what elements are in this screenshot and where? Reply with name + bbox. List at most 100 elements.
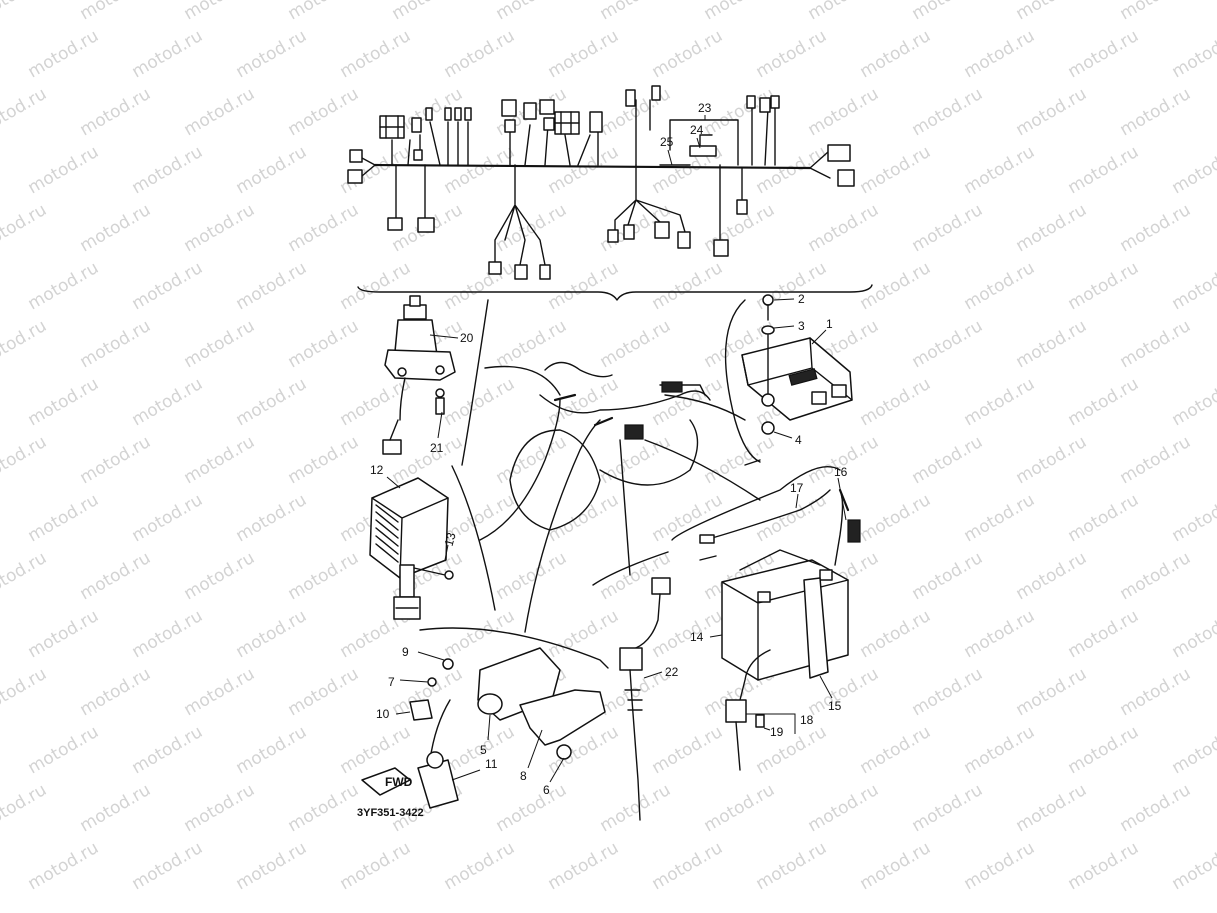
watermark-text: motod.ru [77,316,155,372]
watermark-text: motod.ru [597,432,675,488]
watermark-text: motod.ru [857,26,935,82]
watermark-text: motod.ru [909,0,987,24]
fwd-label: FWD [385,775,413,789]
callout-23: 23 [698,101,712,115]
watermark-text: motod.ru [1065,258,1143,314]
callout-18: 18 [800,713,814,727]
watermark-text: motod.ru [753,142,831,198]
watermark-text: motod.ru [961,374,1039,430]
rectifier-regulator-12 [369,477,454,620]
watermark-text: motod.ru [1169,26,1217,82]
watermark-text: motod.ru [545,374,623,430]
callout-8: 8 [520,769,527,783]
callout-7: 7 [388,675,395,689]
watermark-text: motod.ru [961,142,1039,198]
watermark-text: motod.ru [961,490,1039,546]
watermark-text: motod.ru [233,490,311,546]
watermark-text: motod.ru [25,258,103,314]
callout-12: 12 [370,463,384,477]
watermark-text: motod.ru [649,26,727,82]
watermark-text: motod.ru [285,0,363,24]
cdi-unit-1 [741,294,853,435]
watermark-text: motod.ru [0,200,50,256]
callout-22: 22 [665,665,679,679]
watermark-text: motod.ru [493,780,571,836]
watermark-text: motod.ru [857,722,935,778]
watermark-text: motod.ru [545,258,623,314]
callout-13: 13 [442,531,459,548]
watermark-text: motod.ru [1169,606,1217,662]
watermark-text: motod.ru [493,432,571,488]
watermark-text: motod.ru [181,84,259,140]
watermark-text: motod.ru [25,722,103,778]
watermark-text: motod.ru [1065,374,1143,430]
watermark-text: motod.ru [493,0,571,24]
watermark-text: motod.ru [337,26,415,82]
watermark-text: motod.ru [77,0,155,24]
watermark-text: motod.ru [753,490,831,546]
callout-6: 6 [543,783,550,797]
watermark-text: motod.ru [77,548,155,604]
watermark-text: motod.ru [805,200,883,256]
watermark-text: motod.ru [181,432,259,488]
watermark-text: motod.ru [441,374,519,430]
watermark-text: motod.ru [805,84,883,140]
watermark-text: motod.ru [1169,258,1217,314]
watermark-text: motod.ru [909,780,987,836]
watermark-text: motod.ru [1117,316,1195,372]
watermark-text: motod.ru [1117,84,1195,140]
watermark-text: motod.ru [545,490,623,546]
watermark-text: motod.ru [181,200,259,256]
watermark-text: motod.ru [337,838,415,894]
watermark-text: motod.ru [493,316,571,372]
watermark-text: motod.ru [805,0,883,24]
watermark-text: motod.ru [857,838,935,894]
watermark-text: motod.ru [649,606,727,662]
watermark-text: motod.ru [129,838,207,894]
watermark-text: motod.ru [961,26,1039,82]
watermark-text: motod.ru [649,258,727,314]
watermark-text: motod.ru [1169,838,1217,894]
watermark-text: motod.ru [1117,432,1195,488]
watermark-text: motod.ru [233,142,311,198]
watermark-text: motod.ru [0,432,50,488]
watermark-text: motod.ru [0,664,50,720]
callout-15: 15 [828,699,842,713]
watermark-text: motod.ru [0,316,50,372]
watermark-text: motod.ru [909,84,987,140]
watermark-text: motod.ru [441,142,519,198]
watermark-text: motod.ru [285,664,363,720]
watermark-text: motod.ru [1013,84,1091,140]
watermark-text: motod.ru [25,838,103,894]
watermark-text: motod.ru [25,490,103,546]
watermark-text: motod.ru [1117,0,1195,24]
watermark-text: motod.ru [337,722,415,778]
watermark-text: motod.ru [909,548,987,604]
watermark-text: motod.ru [701,432,779,488]
watermark-text: motod.ru [1065,838,1143,894]
watermark-text: motod.ru [233,838,311,894]
watermark-text: motod.ru [233,374,311,430]
watermark-text: motod.ru [1065,142,1143,198]
watermark-text: motod.ru [1013,780,1091,836]
callout-17: 17 [790,481,804,495]
watermark-text: motod.ru [909,200,987,256]
watermark-text: motod.ru [441,838,519,894]
watermark-text: motod.ru [961,722,1039,778]
watermark-text: motod.ru [857,374,935,430]
divider [461,299,489,466]
watermark-text: motod.ru [649,838,727,894]
watermark-text: motod.ru [597,780,675,836]
watermark-text: motod.ru [1169,142,1217,198]
watermark-text: motod.ru [129,258,207,314]
frame-outline [479,361,761,633]
wire-harness-23 [347,85,855,280]
harness-brace [357,284,873,301]
watermark-text: motod.ru [753,258,831,314]
watermark-text: motod.ru [0,780,50,836]
watermark-text: motod.ru [181,316,259,372]
watermark-text: motod.ru [1065,606,1143,662]
watermark-text: motod.ru [285,548,363,604]
watermark-text: motod.ru [181,780,259,836]
